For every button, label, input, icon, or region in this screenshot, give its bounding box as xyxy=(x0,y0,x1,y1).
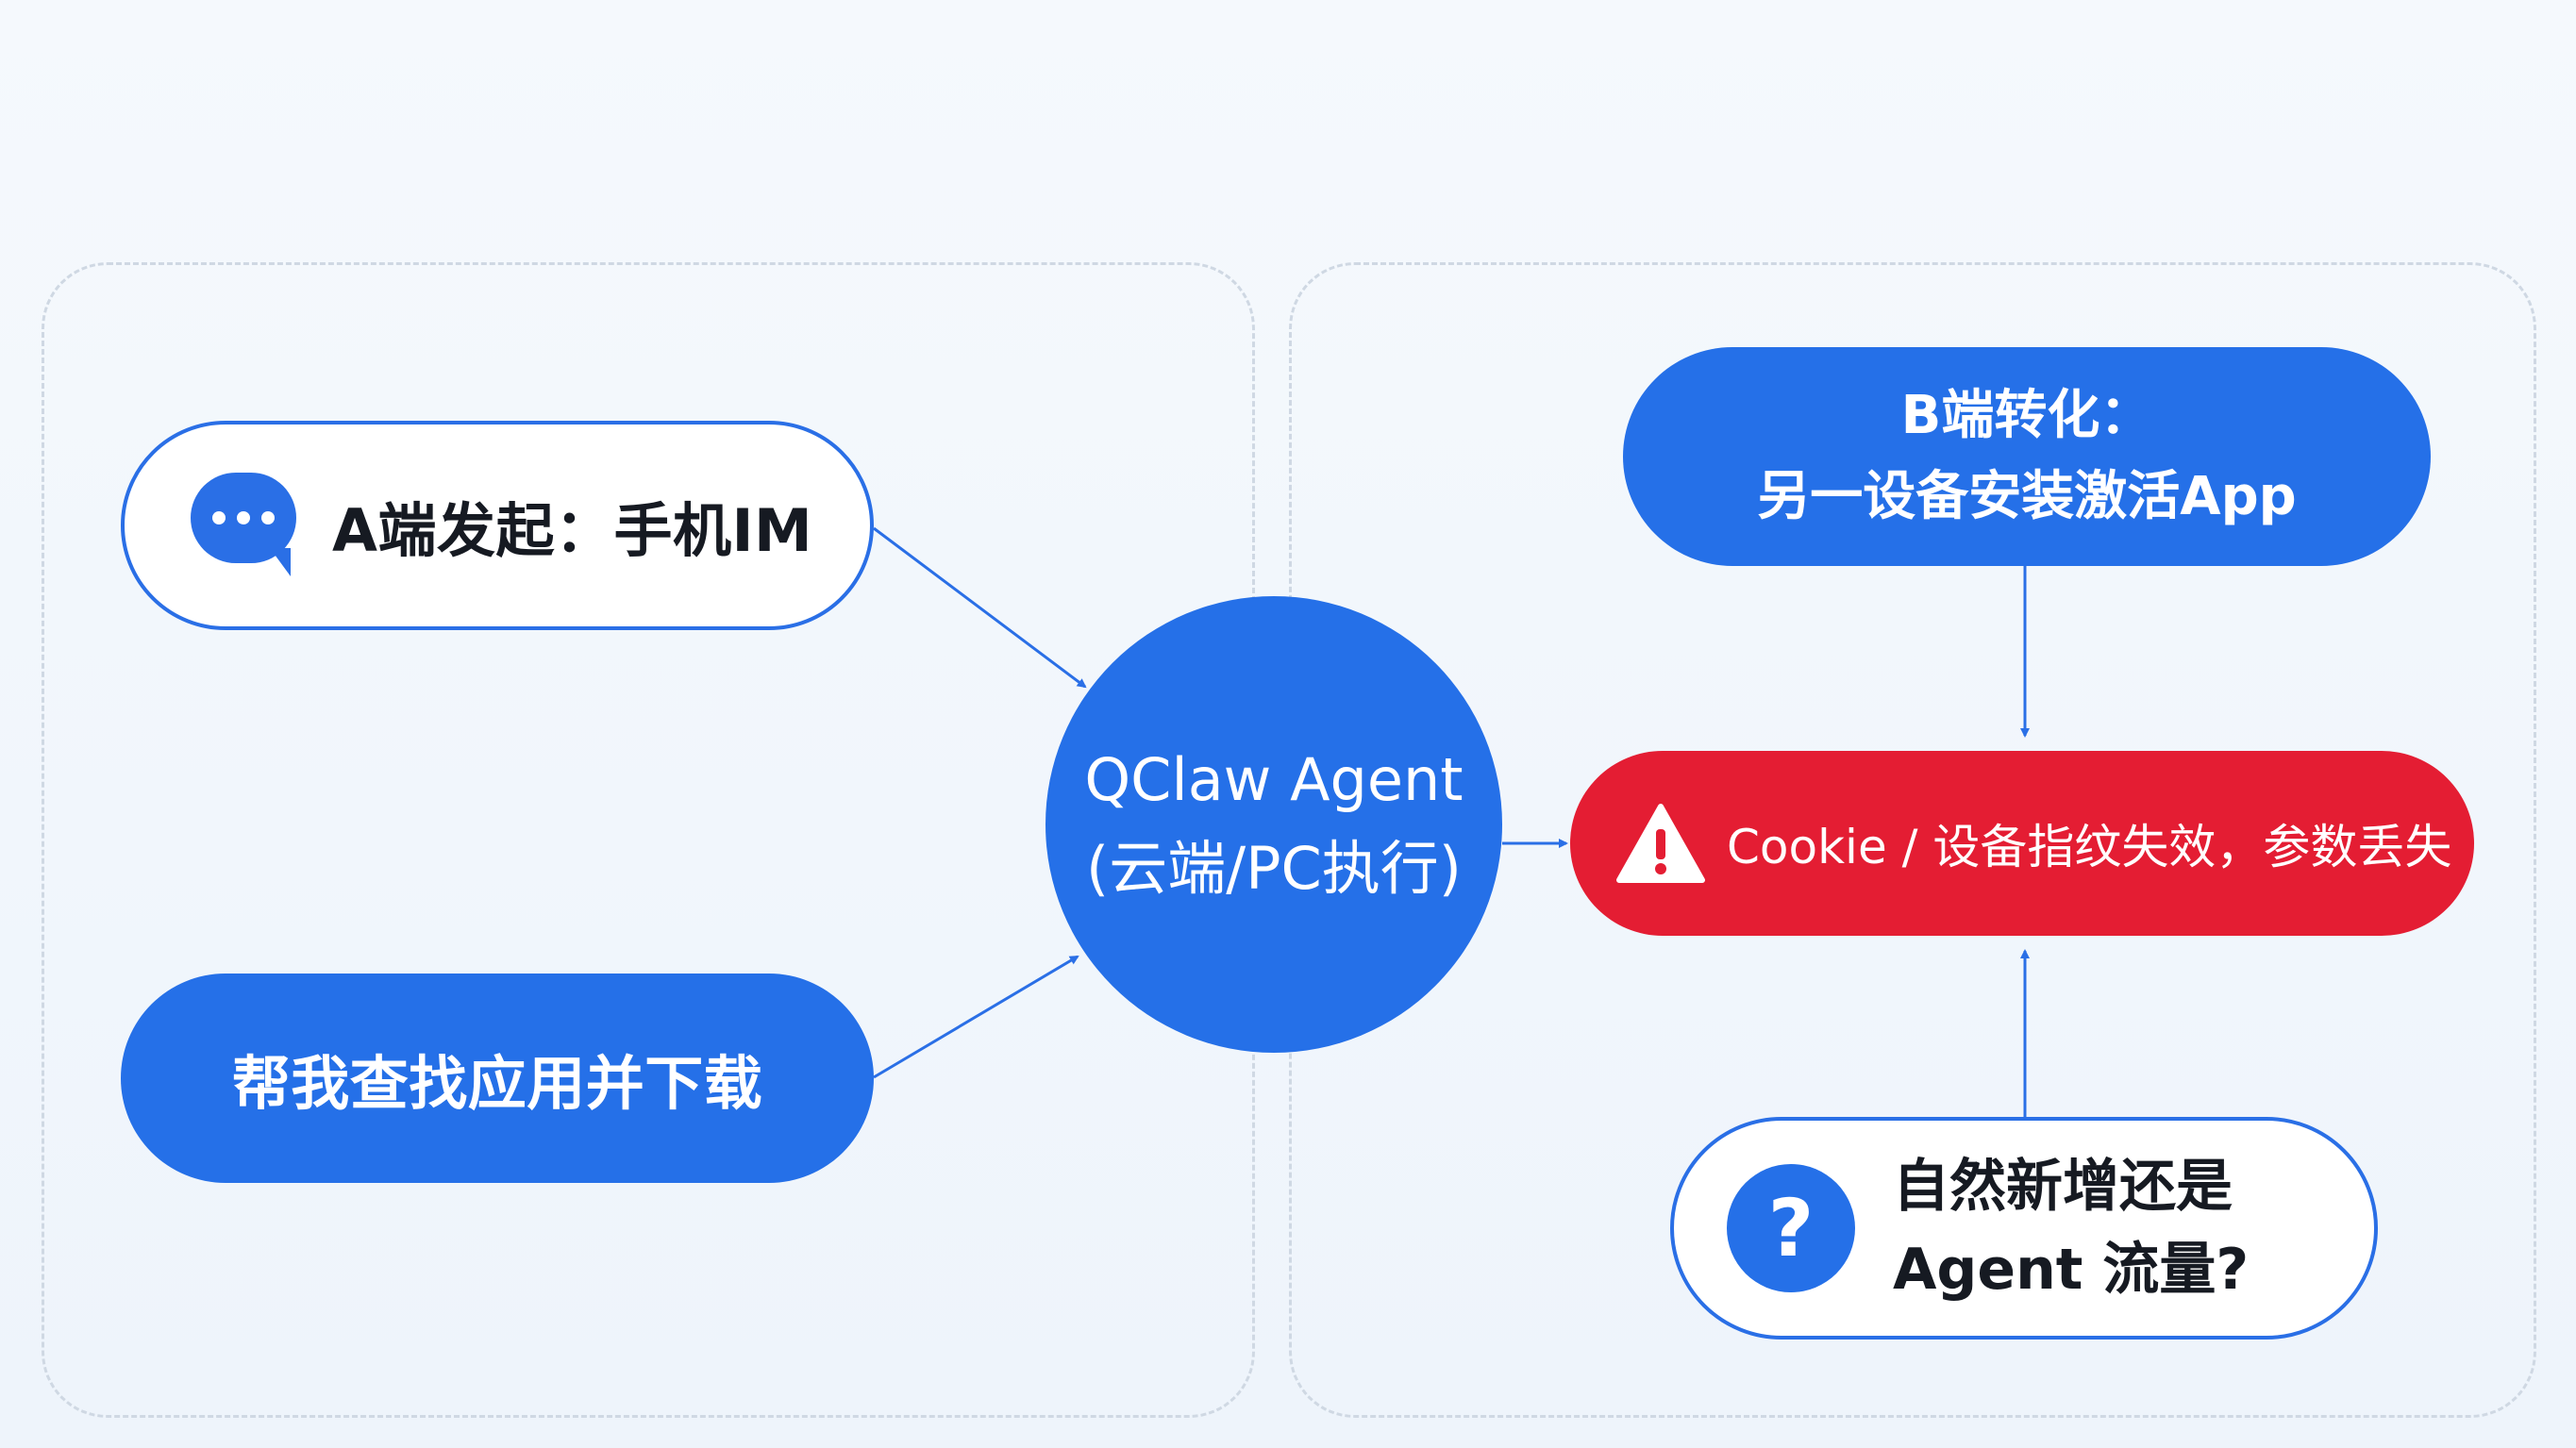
request-node: 帮我查找应用并下载 xyxy=(121,974,874,1183)
arrow-request-to-agent xyxy=(873,955,1079,1079)
chat-bubble-icon xyxy=(191,473,296,578)
a-start-node: A端发起：手机IM xyxy=(121,421,874,630)
arrow-start-to-agent xyxy=(873,526,1087,689)
agent-subtitle: (云端/PC执行) xyxy=(1086,834,1462,903)
error-label: Cookie / 设备指纹失效，参数丢失 xyxy=(1727,820,2452,874)
b-convert-node: B端转化： 另一设备安装激活App xyxy=(1623,347,2431,566)
a-start-label: A端发起：手机IM xyxy=(332,496,813,565)
warning-icon xyxy=(1616,804,1705,883)
agent-node: QClaw Agent (云端/PC执行) xyxy=(1045,596,1502,1053)
b-convert-title: B端转化： xyxy=(1900,385,2153,446)
agent-title: QClaw Agent xyxy=(1084,745,1464,814)
error-node: Cookie / 设备指纹失效，参数丢失 xyxy=(1570,751,2474,936)
request-label: 帮我查找应用并下载 xyxy=(231,1049,763,1118)
b-convert-subtitle: 另一设备安装激活App xyxy=(1757,466,2297,527)
question-line-1: 自然新增还是 xyxy=(1893,1154,2233,1220)
question-line-2: Agent 流量? xyxy=(1893,1237,2250,1303)
question-node: ? 自然新增还是 Agent 流量? xyxy=(1670,1117,2378,1340)
question-icon: ? xyxy=(1727,1164,1855,1292)
